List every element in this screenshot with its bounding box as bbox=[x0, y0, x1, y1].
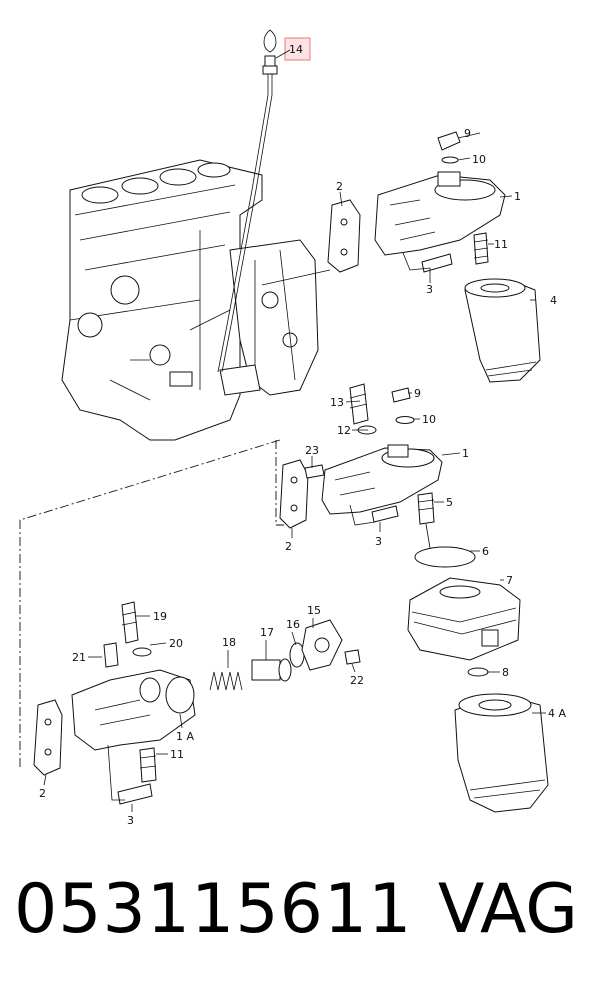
brand-name: VAG bbox=[437, 870, 578, 949]
leader-lines bbox=[43, 132, 546, 812]
callout-7: 7 bbox=[506, 574, 513, 587]
callout-8: 8 bbox=[502, 666, 509, 679]
filter-bracket-middle bbox=[279, 383, 443, 561]
callout-17: 17 bbox=[260, 626, 274, 639]
connector-upper bbox=[275, 440, 284, 526]
callout-11-upper: 11 bbox=[494, 238, 508, 251]
callout-3-upper: 3 bbox=[426, 283, 433, 296]
callout-19: 19 bbox=[153, 610, 167, 623]
callout-1-upper: 1 bbox=[514, 190, 521, 203]
callout-5: 5 bbox=[446, 496, 453, 509]
callout-1a: 1 A bbox=[176, 730, 194, 743]
filter-bracket-upper bbox=[327, 131, 506, 273]
callout-2-middle: 2 bbox=[285, 540, 292, 553]
callout-10-middle: 10 bbox=[422, 413, 436, 426]
part-number: 053115611 bbox=[14, 870, 413, 949]
callout-18: 18 bbox=[222, 636, 236, 649]
callout-3-middle: 3 bbox=[375, 535, 382, 548]
callout-11-lower: 11 bbox=[170, 748, 184, 761]
valve-spring-piston bbox=[209, 619, 361, 691]
callout-15: 15 bbox=[307, 604, 321, 617]
callout-14-highlight bbox=[275, 37, 311, 61]
callout-14: 14 bbox=[289, 43, 303, 56]
callout-4: 4 bbox=[550, 294, 557, 307]
callout-21: 21 bbox=[72, 651, 86, 664]
dipstick bbox=[217, 29, 278, 373]
filter-bracket-lower bbox=[33, 601, 196, 805]
oil-cooler bbox=[407, 546, 521, 677]
connector-lower bbox=[19, 439, 281, 770]
callout-1-middle: 1 bbox=[462, 447, 469, 460]
callout-13: 13 bbox=[330, 396, 344, 409]
callout-22: 22 bbox=[350, 674, 364, 687]
callout-16: 16 bbox=[286, 618, 300, 631]
callout-9-upper: 9 bbox=[464, 127, 471, 140]
callout-3-lower: 3 bbox=[127, 814, 134, 827]
callout-6: 6 bbox=[482, 545, 489, 558]
engine-block bbox=[61, 159, 319, 441]
oil-filter-upper bbox=[464, 278, 541, 383]
callout-9-middle: 9 bbox=[414, 387, 421, 400]
callout-12: 12 bbox=[337, 424, 351, 437]
exploded-parts-diagram: 14 9 10 1 11 4 3 2 13 9 12 10 23 1 5 6 2… bbox=[19, 29, 566, 827]
callout-labels: 14 9 10 1 11 4 3 2 13 9 12 10 23 1 5 6 2… bbox=[39, 43, 566, 827]
callout-4a: 4 A bbox=[548, 707, 566, 720]
callout-2-lower: 2 bbox=[39, 787, 46, 800]
callout-23: 23 bbox=[305, 444, 319, 457]
callout-2-upper: 2 bbox=[336, 180, 343, 193]
callout-20: 20 bbox=[169, 637, 183, 650]
callout-10-upper: 10 bbox=[472, 153, 486, 166]
oil-filter-lower bbox=[454, 693, 549, 813]
